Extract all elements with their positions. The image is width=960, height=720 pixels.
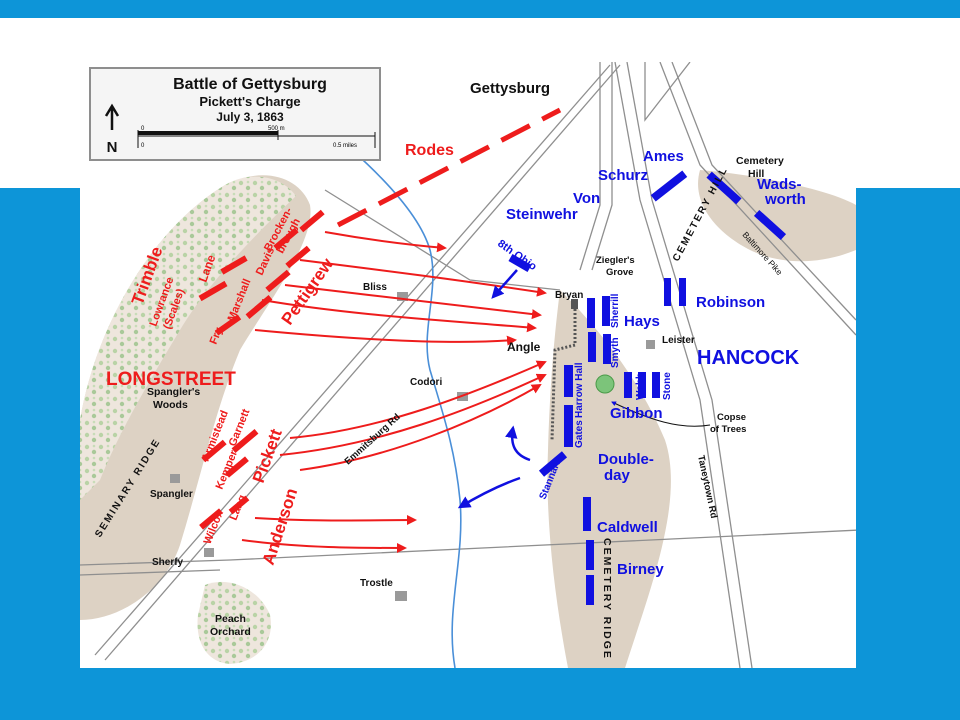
seminary-woods (80, 176, 296, 501)
label-taneytown-rd: Taneytown Rd (695, 454, 719, 519)
label-birney: Birney (617, 561, 664, 578)
sherfy-farm (204, 548, 214, 557)
stone-wall (550, 305, 577, 441)
label-leister: Leister (662, 335, 695, 346)
label-rodes: Rodes (405, 142, 454, 159)
label-gibbon: Gibbon (610, 405, 663, 422)
label-doubleday: Double-day (598, 451, 654, 484)
map-legend: Battle of Gettysburg Pickett's Charge Ju… (89, 67, 381, 161)
legend-subtitle: Pickett's Charge (199, 94, 300, 109)
label-robinson: Robinson (696, 294, 765, 311)
label-wadsworth: Wads-worth (757, 176, 806, 208)
bliss-farm (397, 292, 408, 301)
label-emmitsburg-rd: Emmitsburg Rd (343, 412, 403, 468)
scale-half-mile: 0.5 miles (333, 143, 357, 149)
label-hays: Hays (624, 313, 660, 330)
slide-top-bar (0, 0, 960, 18)
label-lang: Lang (228, 493, 249, 522)
label-spangler: Spangler (150, 489, 193, 500)
confederate-units (198, 209, 325, 530)
stream (351, 149, 462, 668)
label-8th-ohio: 8th Ohio (495, 238, 539, 274)
union-movement-arrows (457, 269, 531, 509)
label-smyth: Smyth (610, 337, 621, 368)
north-label: N (107, 139, 118, 156)
scale-zero-bottom: 0 (141, 143, 145, 149)
peach-orchard-woods (197, 581, 271, 664)
label-sherrill: Sherrill (610, 293, 621, 328)
label-gettysburg: Gettysburg (470, 80, 550, 97)
label-longstreet: LONGSTREET (106, 369, 236, 390)
label-hall: Hall (574, 362, 585, 381)
copse-pointer (611, 401, 711, 427)
label-caldwell: Caldwell (597, 519, 658, 536)
label-anderson: Anderson (259, 486, 302, 567)
rodes-line (336, 107, 562, 228)
scale-zero-top: 0 (141, 126, 145, 132)
copse-of-trees-icon (595, 374, 615, 394)
trostle-farm (395, 591, 407, 601)
leister-house (646, 340, 655, 349)
label-bryan: Bryan (555, 290, 583, 301)
label-hancock: HANCOCK (697, 347, 800, 369)
label-stone: Stone (662, 372, 673, 400)
label-codori: Codori (410, 377, 442, 388)
scale-500m: 500 m (268, 126, 285, 132)
road-network (80, 62, 856, 668)
legend-title: Battle of Gettysburg (173, 76, 327, 93)
label-bliss: Bliss (363, 282, 387, 293)
battle-map: Battle of Gettysburg Pickett's Charge Ju… (80, 62, 856, 668)
label-gates: Gates (574, 420, 585, 448)
cemetery-ridge-terrain (547, 290, 671, 668)
label-webb: Webb (635, 373, 646, 400)
label-cemetery-ridge: CEMETERY RIDGE (601, 538, 613, 660)
label-schurz: Schurz (598, 167, 648, 184)
label-angle: Angle (507, 340, 541, 354)
confederate-advance-arrows (241, 231, 547, 553)
label-trostle: Trostle (360, 578, 393, 589)
bryan-barn (571, 299, 578, 309)
label-harrow: Harrow (574, 383, 585, 418)
legend-date: July 3, 1863 (216, 110, 284, 124)
label-harrow-hall: Harrow Hall (574, 362, 585, 418)
scale-bar: 0 500 m 0 0.5 miles (137, 126, 376, 149)
label-ames: Ames (643, 148, 684, 165)
spangler-farm (170, 474, 180, 483)
label-sherfy: Sherfy (152, 557, 184, 568)
terrain-layer (80, 170, 856, 668)
union-units (508, 170, 787, 605)
north-arrow-icon (104, 103, 120, 130)
